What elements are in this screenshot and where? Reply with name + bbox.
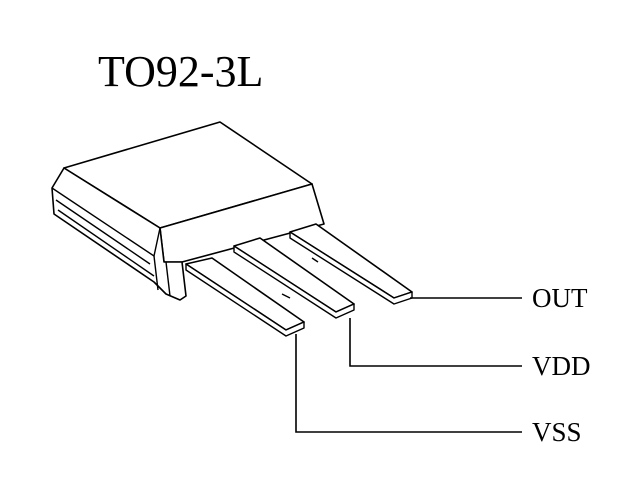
package-title: TO92-3L [98,47,263,96]
package-edge-line [57,209,155,277]
lead-bend-mark [281,293,291,299]
pin-label-out: OUT [532,283,588,313]
lead-out [289,223,413,305]
package-edge-line [165,261,171,297]
pin-label-vdd: VDD [532,351,591,381]
lead-vdd [233,237,355,319]
lead-vss-side [185,263,305,337]
wire-vss [295,334,522,433]
package-edge-line [153,255,159,291]
lead-bend-mark [311,257,319,263]
lead-vss [185,257,305,337]
package-body [51,121,325,301]
package-left-side [51,167,187,301]
pin-label-vss: VSS [532,417,582,447]
wire-vdd [349,318,522,367]
lead-vdd-side [233,245,355,319]
package-edge-line [55,199,151,265]
